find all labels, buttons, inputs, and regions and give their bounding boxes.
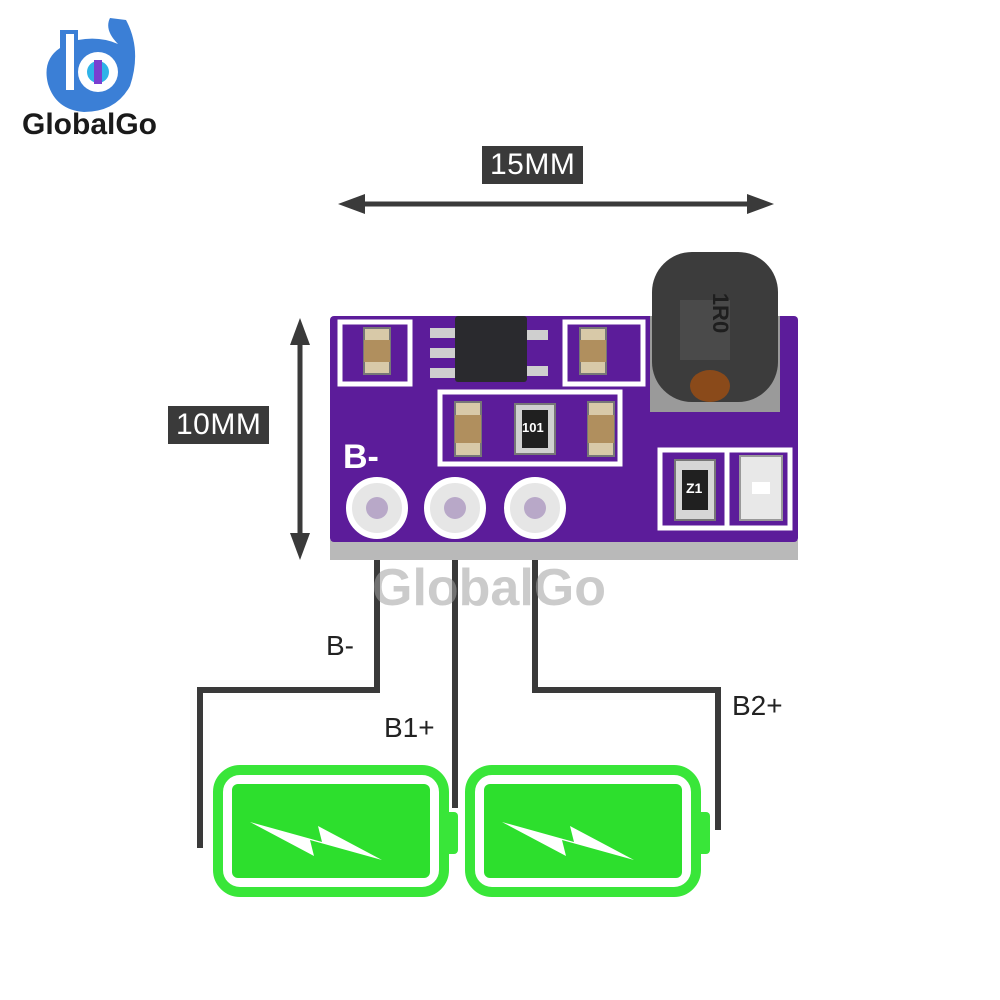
brand-watermark: GlobalGo	[372, 559, 606, 617]
height-dimension-arrow	[290, 318, 310, 560]
wire-label-b-minus: B-	[326, 630, 354, 661]
width-label: 15MM	[482, 146, 584, 184]
pcb-pad-label: B-	[343, 438, 379, 476]
wires	[197, 530, 721, 848]
diode-marking: Z1	[686, 480, 703, 496]
wire-label-b1-plus: B1+	[384, 712, 435, 743]
brand-logo	[46, 18, 136, 112]
wire-b2-plus	[532, 530, 721, 830]
solder-pads	[346, 477, 566, 539]
wire-b-minus	[197, 530, 380, 848]
wire-label-b2-plus: B2+	[732, 690, 783, 721]
width-dimension-arrow	[338, 194, 774, 214]
brand-name: GlobalGo	[22, 108, 157, 141]
height-label: 10MM	[168, 406, 270, 444]
battery-2	[465, 765, 710, 897]
ic-chip	[430, 316, 548, 382]
inductor-marking: 1R0	[708, 292, 734, 334]
pcb-board	[330, 252, 798, 560]
lightning-icon	[502, 822, 634, 860]
resistor-marking: 101	[522, 420, 544, 435]
led	[739, 455, 783, 521]
inductor	[650, 252, 780, 412]
lightning-icon	[250, 822, 382, 860]
battery-1	[213, 765, 458, 897]
